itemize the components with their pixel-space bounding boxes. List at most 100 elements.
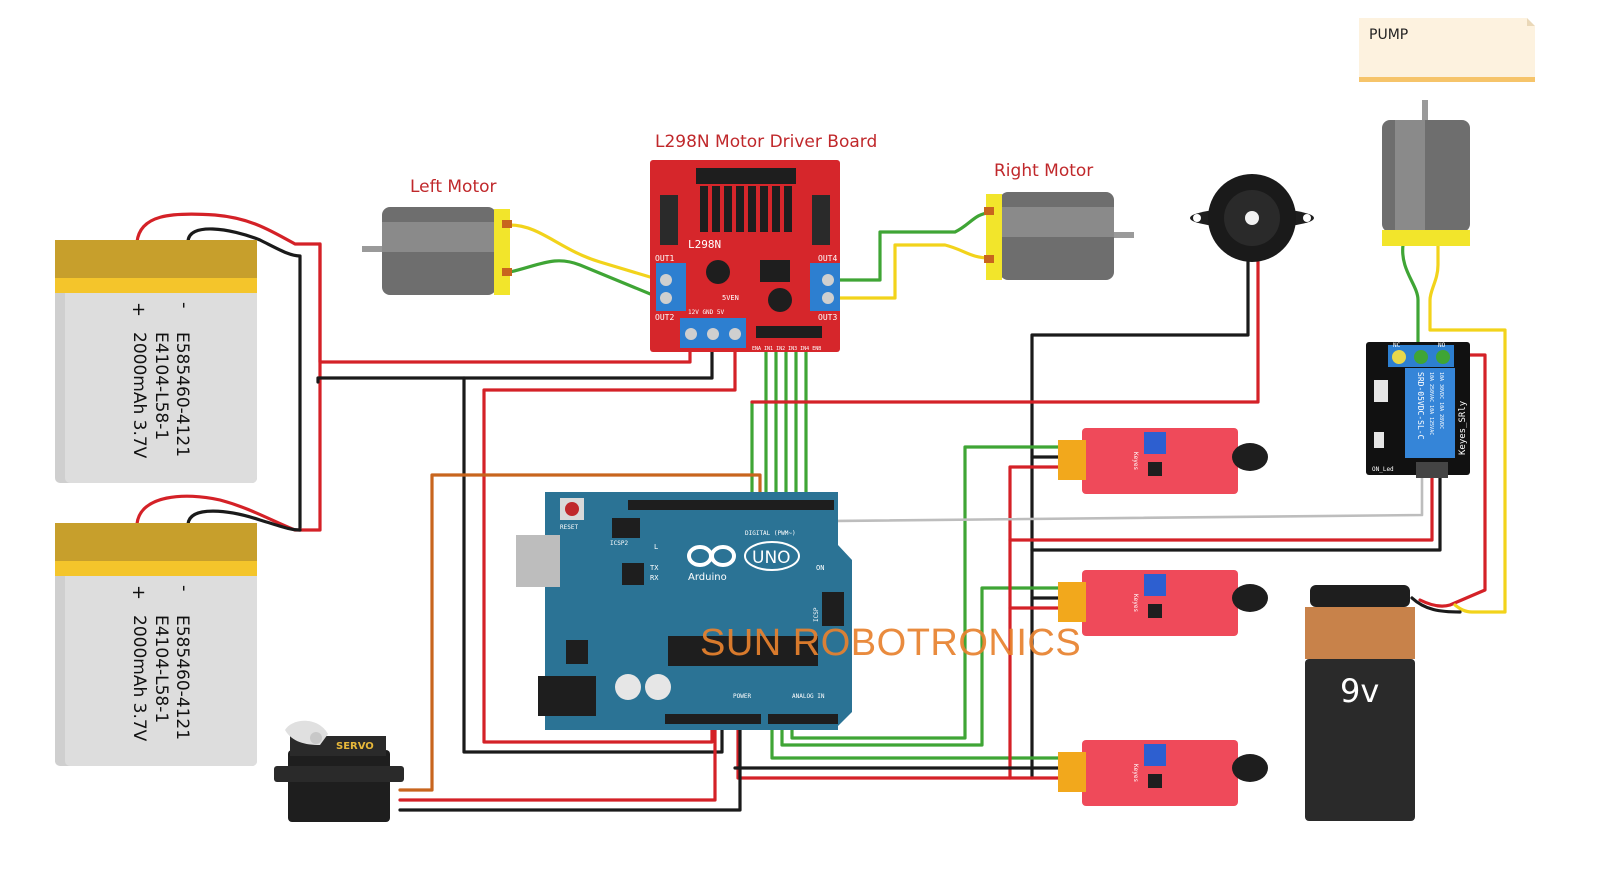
arduino-logo	[687, 545, 736, 567]
l298n-5ven-label: 5VEN	[722, 294, 739, 302]
ir-sensor-brand-label: Keyes	[1132, 594, 1139, 612]
ir-sensor-led	[1232, 584, 1268, 612]
l298n-out1-label: OUT1	[655, 254, 674, 263]
relay-cube	[1405, 368, 1455, 458]
l298n-driver: L298N Motor Driver Board L298N OUT1 OUT2	[650, 132, 877, 352]
right-motor-cap	[986, 194, 1002, 280]
right-motor-terminal	[984, 255, 994, 263]
ir-sensor-pot	[1144, 744, 1166, 766]
ir-sensor-board	[1082, 740, 1238, 806]
battery-text-line1: E585460-4121	[172, 615, 192, 740]
l298n-board	[650, 160, 840, 352]
servo-ear	[274, 766, 404, 782]
battery-9v-label: 9v	[1340, 672, 1379, 710]
wire-pump-green	[1401, 243, 1420, 352]
battery-minus-label: -	[174, 585, 195, 592]
pump-shaft	[1422, 100, 1428, 122]
battery-text-line1: E585460-4121	[172, 332, 192, 457]
arduino-tx-label: TX	[650, 564, 659, 572]
ir-sensor-pot	[1144, 574, 1166, 596]
right-motor-highlight	[1000, 207, 1114, 237]
l298n-regulator	[760, 260, 790, 282]
arduino-analog-header	[768, 714, 838, 724]
l298n-out4-terminal	[810, 263, 840, 311]
arduino-crystal	[622, 563, 644, 585]
arduino-reset-button-cap[interactable]	[565, 502, 579, 516]
ir-sensor-led	[1232, 754, 1268, 782]
arduino-power-jack	[538, 676, 596, 716]
wire-sensor-red3	[736, 718, 1084, 780]
arduino-uno: RESET UNO Arduino TX RX L ON ICSP2 ICSP …	[516, 492, 852, 730]
l298n-heatsink	[696, 168, 796, 232]
battery-9v-top	[1305, 607, 1415, 659]
battery-cap-band	[55, 561, 257, 576]
relay-nc-label: NC	[1393, 342, 1401, 349]
wire-driver-gnd	[316, 343, 714, 384]
ir-sensor-1: Keyes	[1058, 428, 1268, 494]
wire-battery2-black	[186, 509, 302, 532]
arduino-icsp2-header	[612, 518, 640, 538]
left-motor-terminal	[502, 268, 512, 276]
relay-spec-label: 10A 250VAC 10A 125VAC	[1428, 372, 1434, 435]
buzzer-hole	[1245, 211, 1259, 225]
arduino-power-label: POWER	[733, 693, 751, 700]
battery-text-line2: E4104-L58-1	[151, 615, 171, 723]
right-motor: Right Motor	[984, 161, 1134, 280]
watermark: SUN ROBOTRONICS	[700, 622, 1082, 664]
arduino-capacitor	[645, 674, 671, 700]
wire-servo-black	[398, 718, 742, 812]
wire-left-motor-yellow	[508, 223, 662, 282]
l298n-out1-terminal	[656, 263, 686, 311]
arduino-usb-port	[516, 535, 560, 587]
arduino-analog-label: ANALOG IN	[792, 693, 825, 700]
buzzer-mount-hole	[1303, 214, 1311, 222]
arduino-capacitor	[615, 674, 641, 700]
relay-model-label: SRD-05VDC-SL-C	[1416, 372, 1425, 440]
ir-sensor-2: Keyes	[1058, 570, 1268, 636]
battery-plus-label: +	[128, 585, 149, 600]
battery-minus-label: -	[174, 302, 195, 309]
wire-battery1-black	[186, 227, 302, 532]
l298n-capacitor	[706, 260, 730, 284]
wire-gnd-to-arduino	[462, 376, 724, 754]
battery-9v: 9v	[1305, 585, 1415, 821]
left-motor-shaft	[362, 246, 384, 252]
ir-sensor-pins	[1058, 582, 1086, 622]
wire-battery1-red	[135, 212, 692, 364]
relay-onled-label: ON_Led	[1372, 466, 1394, 473]
battery-body-shade	[65, 523, 257, 766]
battery-plus-label: +	[128, 302, 149, 317]
wires	[135, 211, 1507, 812]
right-motor-label: Right Motor	[994, 161, 1093, 181]
arduino-uno-label: UNO	[752, 548, 791, 568]
wire-buzzer-black	[1030, 260, 1250, 780]
right-motor-terminal	[984, 207, 994, 215]
arduino-digital-header	[628, 500, 834, 510]
l298n-chip-label: L298N	[688, 238, 721, 251]
pump-highlight	[1395, 120, 1425, 232]
arduino-on-label: ON	[816, 564, 824, 572]
pump-note: PUMP	[1359, 18, 1535, 82]
relay-diode	[1374, 432, 1384, 448]
battery-top: + - E585460-4121 E4104-L58-1 2000mAh 3.7…	[55, 240, 257, 483]
battery-bottom: + - E585460-4121 E4104-L58-1 2000mAh 3.7…	[55, 523, 257, 766]
pump-cap	[1382, 230, 1470, 246]
wire-right-motor-yellow	[813, 243, 992, 300]
wire-relay-red	[1008, 476, 1434, 542]
servo-motor: SERVO	[274, 720, 404, 822]
wire-servo-orange	[398, 473, 762, 792]
relay-brand-label: Keyes_SRly	[1458, 400, 1468, 455]
arduino-board	[545, 492, 852, 730]
wire-bundle-control	[750, 338, 808, 502]
wire-left-motor-green	[508, 259, 662, 300]
wire-driver-5v	[482, 343, 737, 744]
l298n-out4-label: OUT4	[818, 254, 837, 263]
ir-sensor-board	[1082, 570, 1238, 636]
arduino-icsp2-label: ICSP2	[610, 540, 628, 547]
ir-sensor-chip	[1148, 604, 1162, 618]
wire-sensor2-green	[780, 586, 1084, 747]
wire-pump-yellow	[1428, 243, 1507, 614]
left-motor-highlight	[382, 222, 496, 252]
wire-battery2-red	[135, 242, 322, 532]
